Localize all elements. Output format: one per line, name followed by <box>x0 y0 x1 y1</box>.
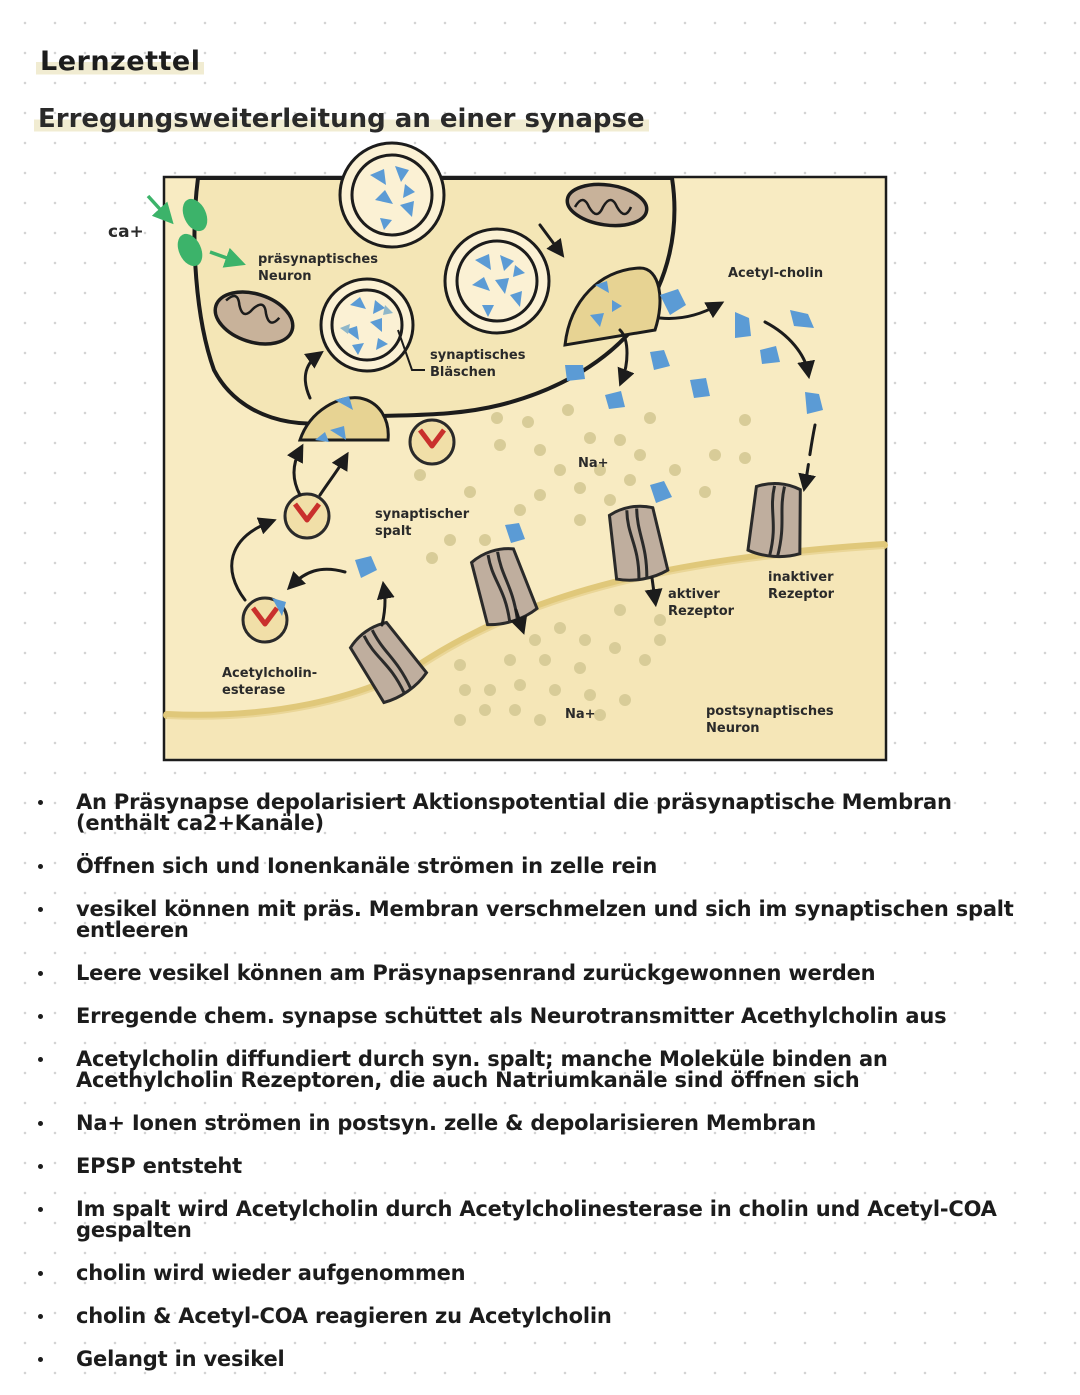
label-vesicle-1: synaptisches <box>430 348 526 363</box>
label-active-receptor-1: aktiver <box>668 587 720 602</box>
page-subtitle: Erregungsweiterleitung an einer synapse <box>34 104 649 134</box>
label-cleft-1: synaptischer <box>375 507 470 522</box>
calcium-influx <box>146 194 246 268</box>
label-postsynaptic-2: Neuron <box>706 721 760 736</box>
receptor-inactive <box>746 480 807 560</box>
note-item: Na+ Ionen strömen in postsyn. zelle & de… <box>38 1113 1028 1134</box>
vesicle-top <box>338 141 446 249</box>
fusing-vesicle <box>563 266 662 347</box>
note-item: cholin wird wieder aufgenommen <box>38 1263 1028 1284</box>
mitochondrion-left <box>213 290 295 346</box>
note-item: An Präsynapse depolarisiert Aktionspoten… <box>38 792 1028 834</box>
sodium-ions <box>414 404 751 726</box>
note-item: Gelangt in vesikel <box>38 1349 1028 1370</box>
label-active-receptor-2: Rezeptor <box>668 604 735 619</box>
vesicle-right <box>443 227 551 335</box>
label-esterase-2: esterase <box>222 683 286 698</box>
label-inactive-receptor-2: Rezeptor <box>768 587 835 602</box>
note-item: Acetylcholin diffundiert durch syn. spal… <box>38 1049 1028 1091</box>
label-na-top: Na+ <box>578 456 609 471</box>
label-inactive-receptor-1: inaktiver <box>768 570 834 585</box>
esterase-bottom <box>243 598 287 642</box>
label-esterase-1: Acetylcholin- <box>222 666 317 681</box>
esterase-top <box>410 420 454 464</box>
label-cleft-2: spalt <box>375 524 412 539</box>
note-item: cholin & Acetyl-COA reagieren zu Acetylc… <box>38 1306 1028 1327</box>
vesicle-left <box>319 277 415 373</box>
label-presynaptic-2: Neuron <box>258 269 312 284</box>
note-item: EPSP entsteht <box>38 1156 1028 1177</box>
page-title: Lernzettel <box>36 46 205 77</box>
note-item: vesikel können mit präs. Membran verschm… <box>38 899 1028 941</box>
note-item: Öffnen sich und Ionenkanäle strömen in z… <box>38 856 1028 877</box>
mitochondrion-top <box>565 182 649 228</box>
note-item: Im spalt wird Acetylcholin durch Acetylc… <box>38 1199 1028 1241</box>
label-presynaptic-1: präsynaptisches <box>258 252 378 267</box>
label-acetylcholine: Acetyl-cholin <box>728 266 823 281</box>
process-arrows <box>230 223 817 635</box>
esterase-middle <box>285 494 329 538</box>
note-item: Leere vesikel können am Präsynapsenrand … <box>38 963 1028 984</box>
label-vesicle-2: Bläschen <box>430 365 496 380</box>
label-na-bottom: Na+ <box>565 707 596 722</box>
label-ca: ca+ <box>108 222 144 242</box>
acetylcholine-molecules <box>355 289 823 578</box>
notes-list: An Präsynapse depolarisiert Aktionspoten… <box>38 792 1028 1392</box>
note-item: Erregende chem. synapse schüttet als Neu… <box>38 1006 1028 1027</box>
retrieved-vesicle <box>297 396 390 442</box>
postsynaptic-membrane <box>163 541 888 720</box>
label-postsynaptic-1: postsynaptisches <box>706 704 834 719</box>
synapse-diagram: ca+ präsynaptisches Neuron synaptisches … <box>108 141 888 762</box>
